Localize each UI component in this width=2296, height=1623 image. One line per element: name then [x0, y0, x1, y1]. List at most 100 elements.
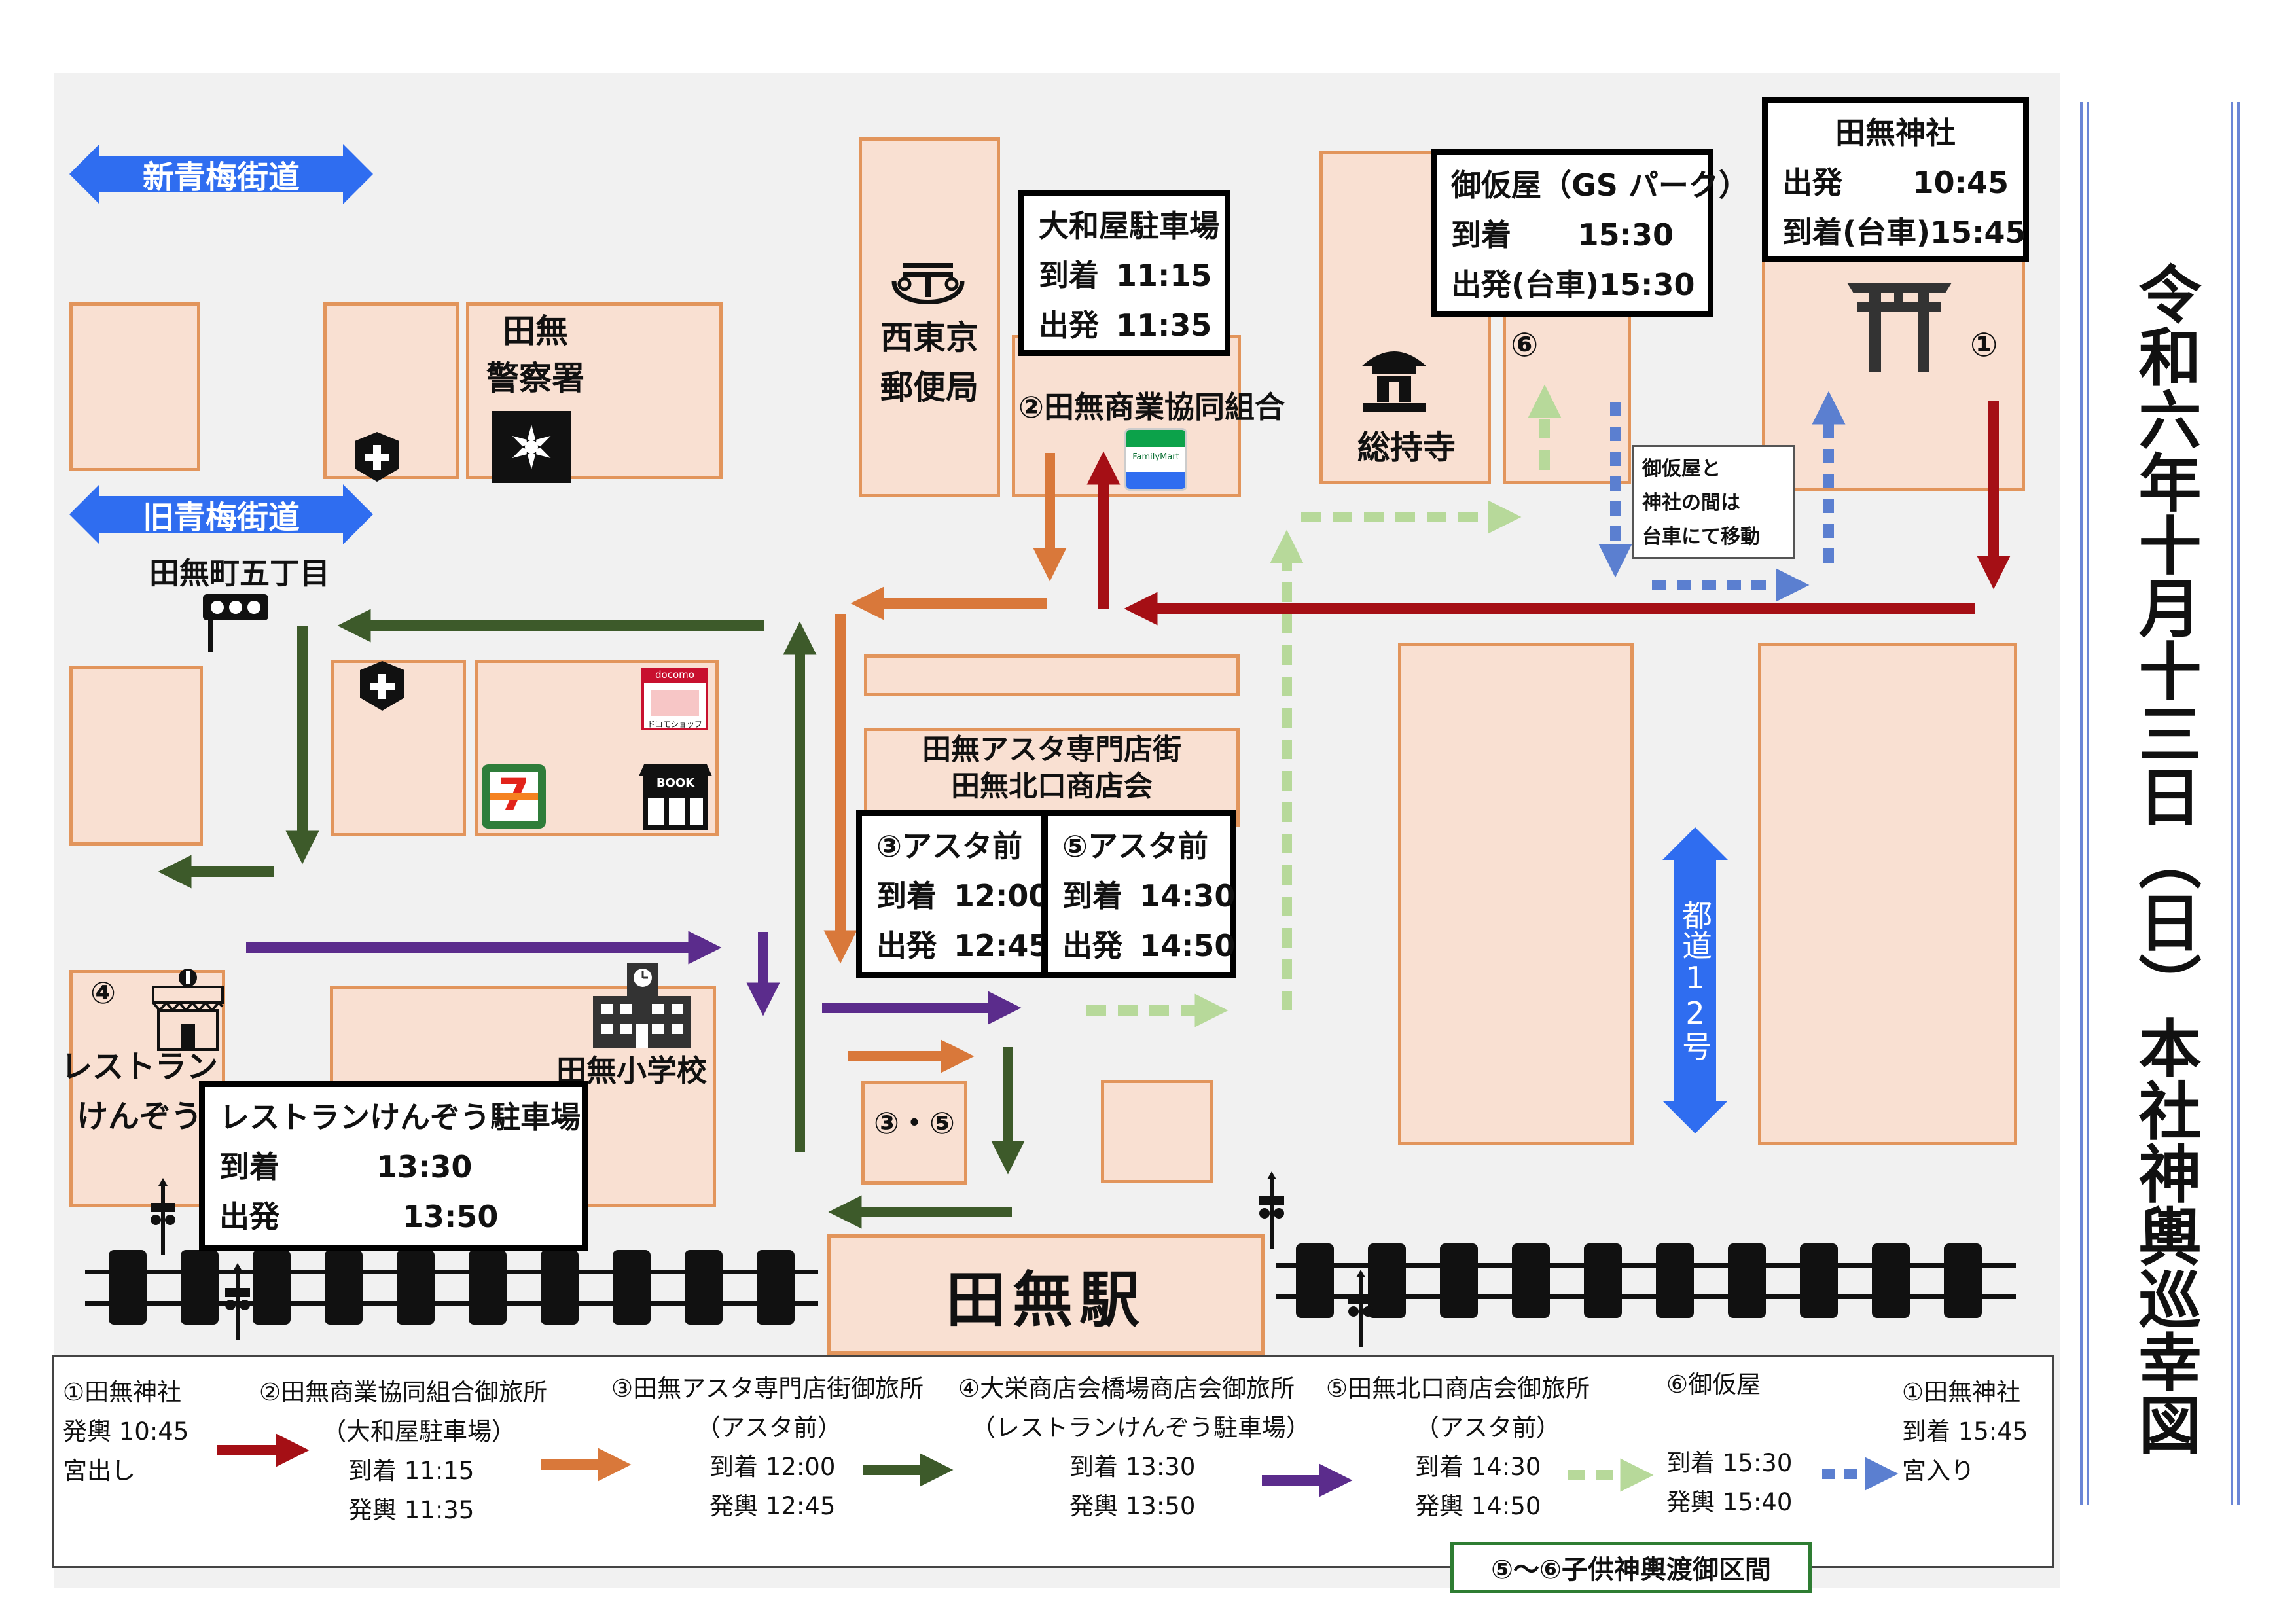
shrine-box-depart-label: 出発: [1782, 165, 1842, 200]
legend-4-line3: 到着 13:30: [1069, 1453, 1196, 1481]
legend-4-line4: 発輿 13:50: [1069, 1492, 1196, 1520]
legend-5-line4: 発輿 14:50: [1415, 1492, 1541, 1520]
asta3-box-depart-time: 12:45: [954, 928, 1050, 963]
docomo-shop-text: ドコモショップ: [647, 720, 702, 729]
restaurant-icon: [152, 969, 224, 1051]
shrine-box-arrive-label: 到着(台車): [1782, 215, 1931, 250]
block: [1101, 1080, 1213, 1183]
title-rule-left: [2080, 102, 2083, 1505]
docomo-logo-text: docomo: [655, 669, 694, 681]
legend-6-line4: 発輿 15:40: [1666, 1488, 1793, 1516]
block-stop35: [861, 1081, 967, 1185]
block: [69, 302, 200, 471]
legend-5-line2: （アスタ前）: [1415, 1414, 1560, 1442]
legend-3-line3: 到着 12:00: [709, 1453, 836, 1481]
legend-7-line1: ①田無神社: [1902, 1378, 2021, 1406]
label-asta: 田無アスタ専門店街 田無北口商店会: [922, 733, 1181, 803]
legend-2-line1: ②田無商業協同組合御旅所: [259, 1378, 548, 1406]
kenzo-box-depart-label: 出発: [219, 1199, 279, 1234]
shrine-box-title: 田無神社: [1835, 115, 1956, 151]
legend-6-line1: ⑥御仮屋: [1666, 1370, 1761, 1399]
shrine-box-depart-time: 10:45: [1912, 165, 2009, 200]
legend-1-line1: ①田無神社: [63, 1378, 182, 1406]
legend-col-7: ①田無神社 到着 15:45 宮入り: [1902, 1373, 2028, 1491]
label-kumiai: ②田無商業協同組合: [1018, 389, 1285, 425]
legend-3-line4: 発輿 12:45: [709, 1492, 836, 1520]
legend-1-line3: 宮出し: [63, 1457, 135, 1485]
karisha-box-arrive-label: 到着: [1451, 217, 1511, 253]
book-logo-text: BOOK: [656, 776, 695, 790]
asta5-box-arrive-label: 到着: [1062, 878, 1122, 914]
block-post-office: [859, 137, 1000, 497]
legend-7-line3: 宮入り: [1902, 1457, 1975, 1485]
page-title: 令和六年十月十三日（日）本社神輿巡幸図: [2128, 262, 2202, 1455]
title-rule-right: [2231, 102, 2233, 1505]
clinic-icon: [355, 432, 399, 482]
yamatoya-box-depart-label: 出発: [1039, 308, 1099, 343]
karisha-box-depart-label: 出発(台車): [1451, 267, 1600, 302]
legend-2-line4: 発輿 11:35: [348, 1496, 475, 1524]
label-restaurant: レストラン けんぞう: [60, 1048, 218, 1135]
kenzo-box-depart-time: 13:50: [403, 1199, 499, 1234]
label-police-station: 田無 警察署: [486, 312, 584, 397]
bookstore-icon: BOOK: [639, 764, 712, 830]
title-rule-right-2: [2237, 102, 2240, 1505]
kids-section-badge: ⑤〜⑥子供神輿渡御区間: [1450, 1542, 1812, 1593]
block-karisha: [1503, 308, 1631, 484]
label-stop-6: ⑥: [1511, 326, 1539, 364]
road-sign-shin-ome: 新青梅街道: [69, 144, 373, 204]
kenzo-box-arrive-time: 13:30: [376, 1149, 473, 1185]
legend-col-1: ①田無神社 発輿 10:45 宮出し: [63, 1373, 188, 1491]
asta5-box-depart-label: 出発: [1062, 928, 1122, 963]
crossing-signal-icon: [151, 1178, 175, 1255]
yamatoya-box-arrive-label: 到着: [1039, 258, 1099, 293]
label-intersection: 田無町五丁目: [149, 556, 330, 591]
legend-3-line1: ③田無アスタ専門店街御旅所: [611, 1374, 924, 1402]
asta5-box-title: ⑤アスタ前: [1062, 829, 1208, 864]
legend-col-4: ④大栄商店会橋場商店会御旅所 （レストランけんぞう駐車場） 到着 13:30 発…: [958, 1369, 1310, 1526]
railway-track-left: [85, 1250, 818, 1325]
legend-col-2: ②田無商業協同組合御旅所 （大和屋駐車場） 到着 11:15 発輿 11:35: [259, 1373, 547, 1530]
police-emblem-icon: [492, 411, 571, 483]
road-label-todo12: 都道12号: [1677, 900, 1713, 1061]
clinic-icon: [360, 661, 404, 711]
asta3-box-depart-label: 出発: [876, 928, 937, 963]
cart-note-text: 御仮屋と 神社の間は 台車にて移動: [1642, 457, 1760, 548]
railway-track-right: [1276, 1243, 2016, 1318]
label-stop-3-5: ③・⑤: [874, 1105, 955, 1141]
kenzo-box-arrive-label: 到着: [219, 1149, 279, 1185]
legend-col-3: ③田無アスタ専門店街御旅所 （アスタ前） 到着 12:00 発輿 12:45: [611, 1369, 924, 1526]
seven-eleven-icon: 7: [482, 764, 546, 829]
legend-2-line2: （大和屋駐車場）: [322, 1418, 516, 1446]
asta3-box-arrive-time: 12:00: [954, 878, 1050, 914]
legend: [52, 1355, 2054, 1568]
road-sign-todo12: 都道12号: [1662, 827, 1728, 1133]
crossing-signal-icon: [1348, 1270, 1373, 1347]
legend-3-line2: （アスタ前）: [696, 1414, 842, 1442]
legend-1-line2: 発輿 10:45: [63, 1418, 189, 1446]
block: [69, 666, 203, 846]
kids-section-label: ⑤〜⑥子供神輿渡御区間: [1491, 1555, 1771, 1585]
label-temple: 総持寺: [1357, 429, 1456, 467]
yamatoya-box-depart-time: 11:35: [1116, 308, 1212, 343]
road-sign-kyu-ome: 旧青梅街道: [69, 484, 373, 544]
cart-note: 御仮屋と 神社の間は 台車にて移動: [1632, 445, 1795, 559]
label-station: 田無駅: [945, 1264, 1146, 1335]
school-icon: [593, 963, 691, 1048]
kenzo-box-title: レストランけんぞう駐車場: [219, 1099, 581, 1135]
legend-col-6: ⑥御仮屋 到着 15:30 発輿 15:40: [1666, 1365, 1792, 1522]
label-post-office: 西東京 郵便局: [880, 319, 978, 406]
crossing-signal-icon: [1259, 1171, 1284, 1249]
legend-col-5: ⑤田無北口商店会御旅所 （アスタ前） 到着 14:30 発輿 14:50: [1326, 1369, 1590, 1526]
road-label-kyu-ome: 旧青梅街道: [142, 499, 300, 536]
familymart-logo-text: FamilyMart: [1132, 452, 1179, 462]
station-building: [827, 1234, 1265, 1355]
asta3-box-arrive-label: 到着: [876, 878, 937, 914]
